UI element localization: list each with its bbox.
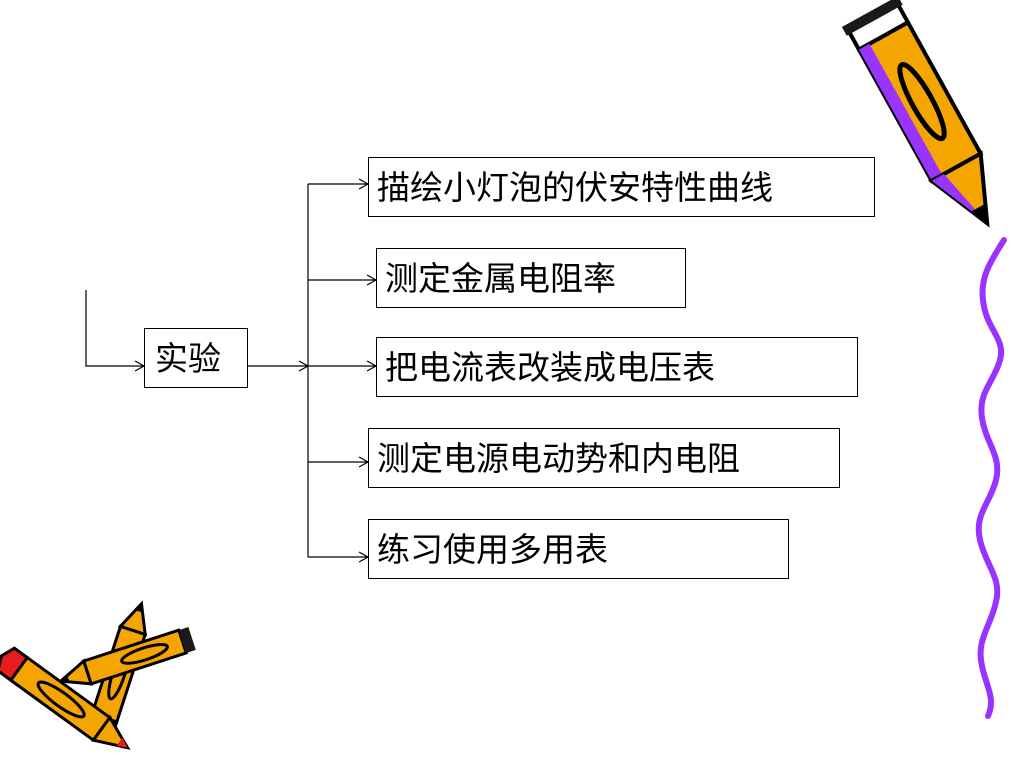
branch-label: 测定电源电动势和内电阻 [377, 438, 740, 478]
branch-label: 描绘小灯泡的伏安特性曲线 [377, 167, 773, 207]
branch-label: 测定金属电阻率 [385, 258, 616, 298]
pencil-icon [841, 0, 990, 228]
branch-node: 测定金属电阻率 [376, 248, 686, 308]
branch-node: 练习使用多用表 [368, 519, 789, 579]
branch-node: 把电流表改装成电压表 [376, 337, 858, 397]
branch-node: 描绘小灯泡的伏安特性曲线 [368, 157, 875, 217]
branch-node: 测定电源电动势和内电阻 [368, 428, 840, 488]
wavy-line [975, 237, 1007, 719]
crossed-pencils-icon [0, 600, 196, 750]
connectors [85, 178, 378, 563]
branch-label: 练习使用多用表 [377, 529, 608, 569]
root-node-label: 实验 [155, 338, 221, 378]
branch-label: 把电流表改装成电压表 [385, 347, 715, 387]
entry-connector [85, 290, 146, 372]
root-node-experiment: 实验 [144, 328, 248, 388]
